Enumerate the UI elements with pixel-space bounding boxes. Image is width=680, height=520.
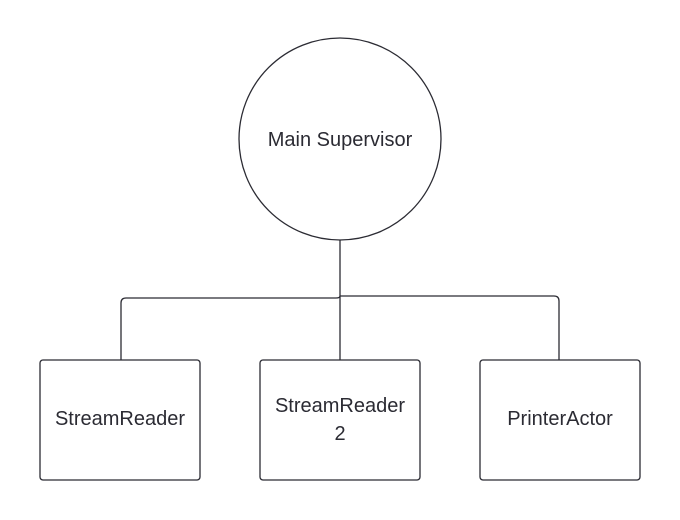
streamreader-node[interactable]: StreamReader	[39, 359, 201, 481]
connector-to-streamreader	[120, 295, 341, 360]
streamreader-2-box	[259, 359, 421, 481]
streamreader-2-label-line-1: StreamReader	[275, 395, 405, 417]
printeractor-box	[479, 359, 641, 481]
streamreader-2-label-line-2: 2	[334, 423, 345, 445]
streamreader-label: StreamReader	[55, 408, 185, 430]
connector-to-printeractor	[340, 295, 560, 360]
streamreader-box	[39, 359, 201, 481]
main-supervisor-node[interactable]: Main Supervisor	[238, 37, 442, 241]
streamreader-2-node[interactable]: StreamReader 2	[259, 359, 421, 481]
main-supervisor-circle	[238, 37, 442, 241]
printeractor-label: PrinterActor	[507, 408, 613, 430]
main-supervisor-label: Main Supervisor	[268, 129, 413, 151]
printeractor-node[interactable]: PrinterActor	[479, 359, 641, 481]
connectors	[120, 240, 560, 360]
